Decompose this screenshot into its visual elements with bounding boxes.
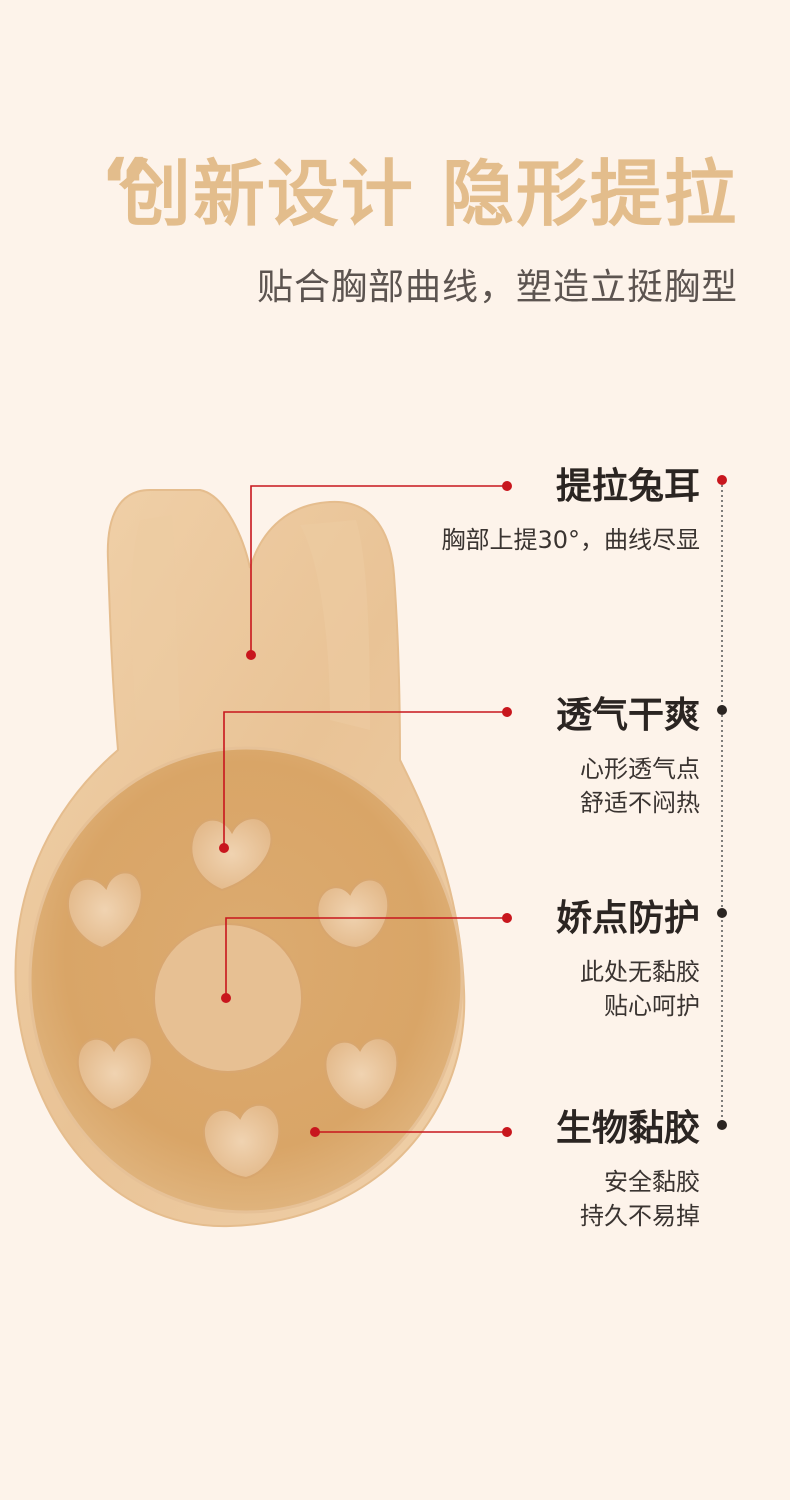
headline-quote-mark: “ bbox=[100, 141, 150, 230]
callout-dot bbox=[246, 650, 256, 660]
breathable-heart bbox=[324, 1037, 399, 1112]
breathable-heart bbox=[190, 817, 273, 892]
callout-dot bbox=[221, 993, 231, 1003]
breathable-heart bbox=[316, 878, 390, 950]
feature-desc-line: 贴心呵护 bbox=[604, 992, 700, 1021]
page-title: 创新设计 隐形提拉 bbox=[118, 152, 738, 236]
feature-title: 娇点防护 bbox=[555, 898, 700, 939]
feature-desc-line: 舒适不闷热 bbox=[580, 789, 700, 818]
callout-lines bbox=[223, 485, 507, 1133]
callout-line-protection bbox=[225, 917, 507, 998]
breathable-heart bbox=[202, 1103, 281, 1180]
callout-dot bbox=[502, 913, 512, 923]
feature-description: 心形透气点 舒适不闷热 bbox=[556, 752, 700, 820]
feature-desc-line: 胸部上提30°，曲线尽显 bbox=[441, 526, 700, 555]
feature-desc-line: 此处无黏胶 bbox=[580, 958, 700, 987]
callout-line-breathable bbox=[223, 711, 507, 848]
feature-title: 提拉兔耳 bbox=[555, 466, 700, 507]
page-subtitle: 贴合胸部曲线，塑造立挺胸型 bbox=[256, 267, 738, 308]
timeline-dot-active bbox=[717, 475, 727, 485]
feature-desc-line: 心形透气点 bbox=[580, 755, 700, 784]
left-ear-shading bbox=[131, 515, 180, 720]
right-ear-shading bbox=[300, 520, 370, 730]
callout-dot bbox=[502, 481, 512, 491]
feature-title: 透气干爽 bbox=[555, 695, 700, 736]
callout-dot bbox=[502, 1127, 512, 1137]
breathable-heart bbox=[67, 871, 143, 950]
feature-description: 安全黏胶 持久不易掉 bbox=[556, 1165, 700, 1233]
timeline-dot bbox=[717, 908, 727, 918]
feature-desc-line: 安全黏胶 bbox=[604, 1168, 700, 1197]
timeline-dot bbox=[717, 705, 727, 715]
callout-dot bbox=[310, 1127, 320, 1137]
feature-title: 生物黏胶 bbox=[555, 1108, 700, 1149]
callout-line-ear bbox=[250, 485, 507, 655]
feature-nipple-protection: 娇点防护 此处无黏胶 贴心呵护 bbox=[556, 898, 700, 1023]
feature-bunny-ear-lift: 提拉兔耳 胸部上提30°，曲线尽显 bbox=[441, 466, 700, 557]
callout-dot bbox=[219, 843, 229, 853]
callout-dots bbox=[219, 481, 512, 1137]
feature-breathable-dry: 透气干爽 心形透气点 舒适不闷热 bbox=[556, 695, 700, 820]
feature-desc-line: 持久不易掉 bbox=[580, 1202, 700, 1231]
breathable-heart bbox=[76, 1036, 153, 1112]
feature-description: 胸部上提30°，曲线尽显 bbox=[441, 523, 700, 557]
timeline-dot bbox=[717, 1120, 727, 1130]
callout-dot bbox=[502, 707, 512, 717]
feature-bio-adhesive: 生物黏胶 安全黏胶 持久不易掉 bbox=[556, 1108, 700, 1233]
feature-description: 此处无黏胶 贴心呵护 bbox=[556, 955, 700, 1023]
